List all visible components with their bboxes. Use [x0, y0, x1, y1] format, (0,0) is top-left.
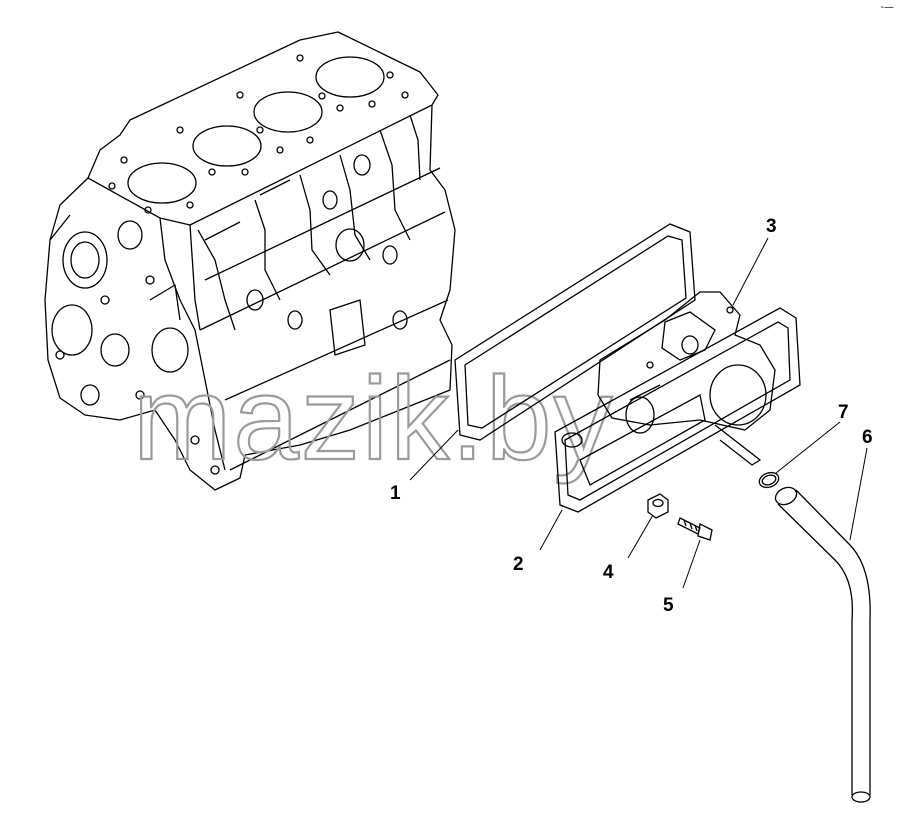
oil-cooler-part-3: [597, 291, 776, 466]
leader-line-2: [539, 509, 563, 551]
callout-4: 4: [603, 562, 614, 583]
leader-line-6: [849, 447, 868, 541]
cover-plate-part-2: [554, 307, 801, 513]
callout-3: 3: [766, 216, 777, 237]
callout-7: 7: [838, 402, 849, 423]
leader-line-4: [627, 514, 654, 559]
callout-6: 6: [862, 427, 873, 448]
gasket-part-1: [454, 223, 696, 441]
leader-line-1: [409, 429, 459, 481]
leader-line-7: [775, 421, 841, 474]
callout-1: 1: [390, 483, 401, 504]
bolt-part-5: [677, 517, 713, 541]
leader-lines: [409, 237, 868, 589]
engine-block: [44, 31, 456, 491]
callout-2: 2: [513, 554, 524, 575]
leader-line-3: [732, 237, 769, 306]
dipstick-tube-part-6: [774, 486, 871, 803]
nut-part-4: [647, 493, 669, 519]
clamp-ring-part-7: [758, 471, 780, 489]
watermark: mazik.by: [133, 353, 615, 485]
corner-mark: -—: [880, 2, 894, 13]
callout-5: 5: [663, 595, 674, 616]
leader-line-5: [682, 539, 701, 589]
